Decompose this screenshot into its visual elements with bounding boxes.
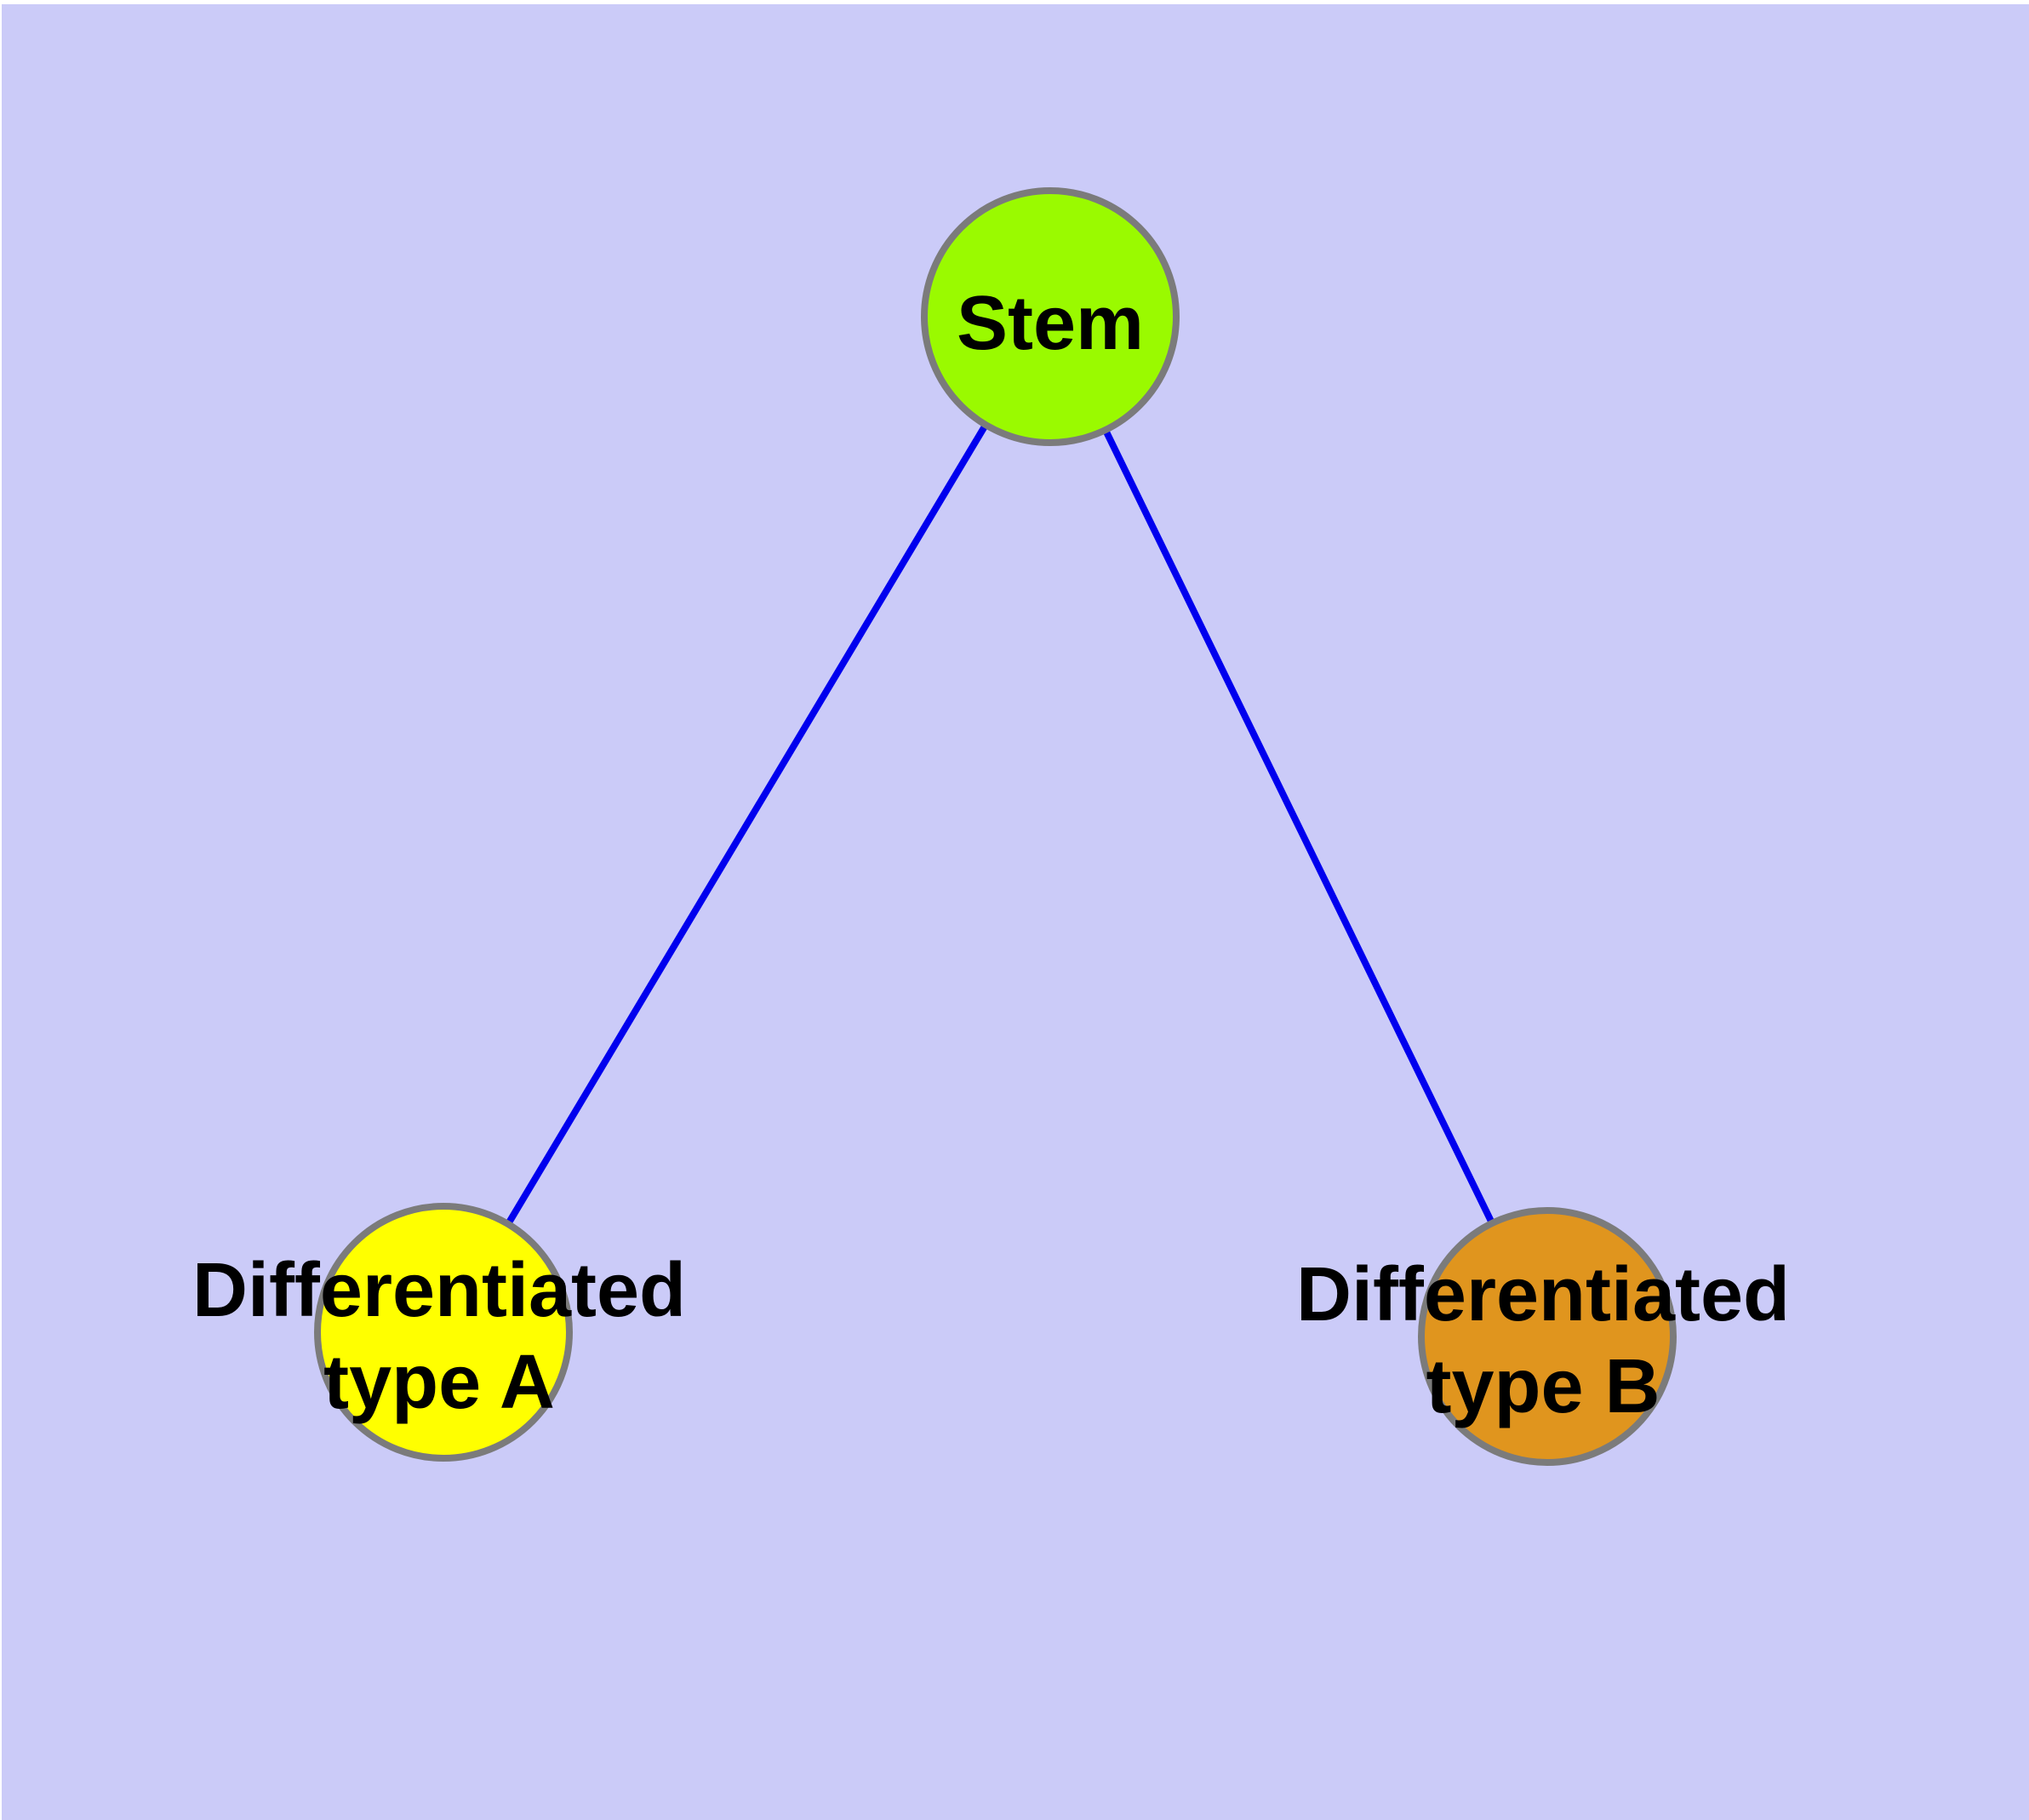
node-type-a-label-line1: Differentiated	[192, 1248, 686, 1333]
node-type-b-label-line2: type B	[1426, 1344, 1660, 1429]
edge-stem-to-type-a	[440, 314, 1054, 1335]
edge-stem-to-type-b	[1047, 315, 1551, 1338]
node-stem-label: Stem	[957, 281, 1144, 366]
node-differentiated-type-a	[314, 1203, 573, 1462]
node-type-a-label-line2: type A	[323, 1340, 555, 1425]
node-stem	[921, 187, 1180, 446]
node-type-b-label-line1: Differentiated	[1296, 1252, 1790, 1337]
node-differentiated-type-b	[1418, 1207, 1677, 1466]
